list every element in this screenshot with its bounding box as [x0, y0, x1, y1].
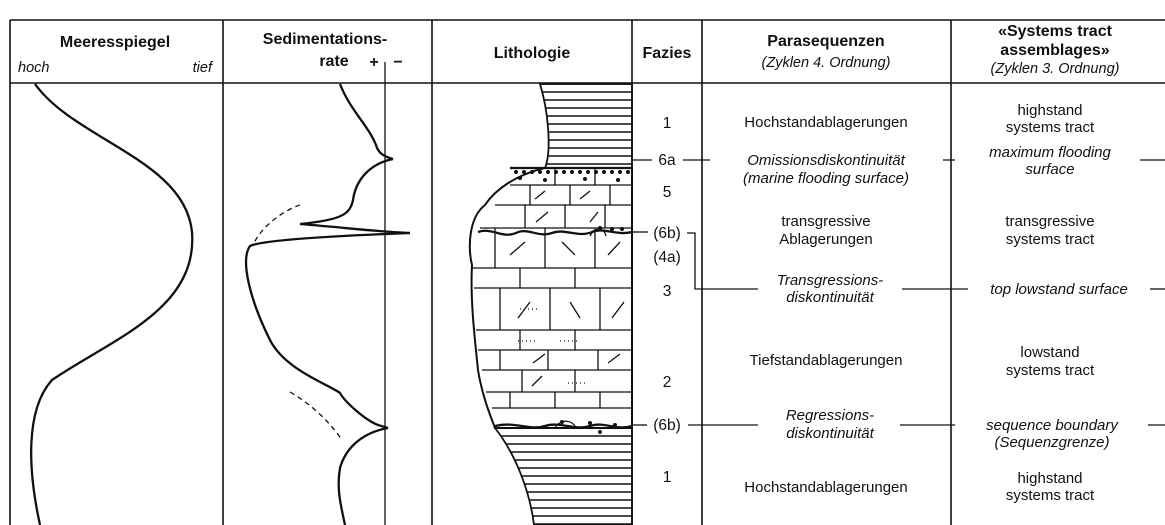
st-lst-1: lowstand	[1020, 344, 1079, 361]
facies-labels: 1 6a 5 (6b) (4a) 3 2 (6b) 1	[653, 115, 681, 486]
ps-regression-disc-1: Regressions-	[786, 407, 874, 424]
facies-3: 3	[663, 283, 672, 300]
st-top-lowstand-surface: top lowstand surface	[990, 281, 1128, 298]
facies-5: 5	[663, 184, 672, 201]
sedimentation-subtitle: rate	[319, 53, 348, 70]
st-tst-2: systems tract	[1006, 231, 1095, 248]
st-mfs-2: surface	[1025, 161, 1074, 178]
facies-1-bottom: 1	[663, 469, 672, 486]
parasequences-title: Parasequenzen	[767, 33, 884, 50]
ps-transgressive-2: Ablagerungen	[779, 231, 872, 248]
st-mfs-1: maximum flooding	[989, 144, 1111, 161]
systems-tract-labels: highstand systems tract maximum flooding…	[986, 102, 1128, 504]
ps-lowstand: Tiefstandablagerungen	[750, 352, 903, 369]
sea-level-curve	[31, 84, 192, 525]
sedimentation-plus: +	[369, 54, 378, 71]
lithology-title: Lithologie	[494, 45, 571, 62]
facies-title: Fazies	[643, 45, 692, 62]
sedimentation-rate-curve	[246, 62, 410, 525]
ps-omission-2: (marine flooding surface)	[743, 170, 909, 187]
sedimentation-minus: −	[393, 54, 402, 71]
ps-transgression-disc-1: Transgressions-	[777, 272, 883, 289]
sea-level-high-label: hoch	[18, 60, 49, 76]
st-highstand-bottom-2: systems tract	[1006, 487, 1095, 504]
ps-highstand-top: Hochstandablagerungen	[744, 114, 907, 131]
facies-6b-upper: (6b)	[653, 225, 681, 242]
parasequences-subtitle: (Zyklen 4. Ordnung)	[762, 55, 891, 71]
sea-level-title: Meeresspiegel	[60, 34, 170, 51]
systems-tract-title: «Systems tract	[998, 23, 1113, 40]
st-sb-2: (Sequenzgrenze)	[994, 434, 1109, 451]
ps-transgression-disc-2: diskontinuität	[786, 289, 874, 306]
ps-omission-1: Omissionsdiskontinuität	[747, 152, 905, 169]
ps-regression-disc-2: diskontinuität	[786, 425, 874, 442]
st-tst-1: transgressive	[1005, 213, 1094, 230]
facies-2: 2	[663, 374, 672, 391]
lithology-column	[470, 84, 632, 525]
facies-6a: 6a	[658, 152, 676, 169]
limestone-body	[470, 168, 632, 428]
facies-6b-lower: (6b)	[653, 417, 681, 434]
st-sb-1: sequence boundary	[986, 417, 1119, 434]
systems-tract-subtitle: assemblages»	[1000, 42, 1110, 59]
ps-highstand-bottom: Hochstandablagerungen	[744, 479, 907, 496]
sedimentation-title: Sedimentations-	[263, 31, 387, 48]
st-highstand-top-2: systems tract	[1006, 119, 1095, 136]
ps-transgressive-1: transgressive	[781, 213, 870, 230]
sea-level-low-label: tief	[193, 60, 214, 76]
parasequence-labels: Hochstandablagerungen Omissionsdiskontin…	[743, 114, 909, 496]
systems-tract-order: (Zyklen 3. Ordnung)	[991, 61, 1120, 77]
shale-top	[540, 84, 632, 168]
facies-1-top: 1	[663, 115, 672, 132]
shale-bottom	[495, 428, 632, 525]
st-highstand-bottom-1: highstand	[1017, 470, 1082, 487]
st-highstand-top-1: highstand	[1017, 102, 1082, 119]
facies-4a: (4a)	[653, 249, 681, 266]
header-row: Meeresspiegel hoch tief Sedimentations- …	[18, 23, 1119, 77]
st-lst-2: systems tract	[1006, 362, 1095, 379]
